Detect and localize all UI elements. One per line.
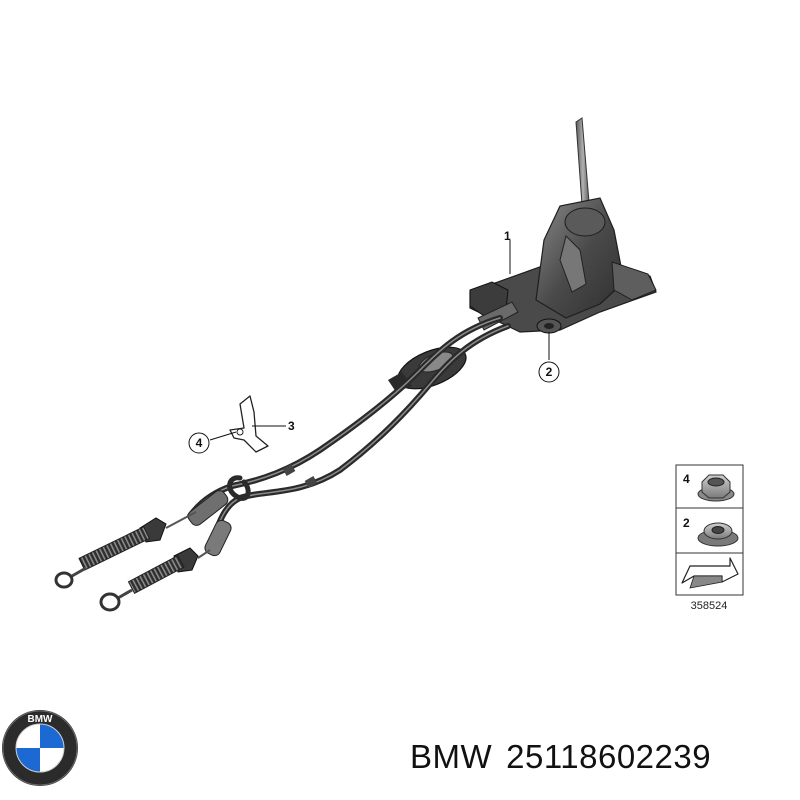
svg-text:3: 3	[288, 419, 295, 433]
part-number: 25118602239	[506, 738, 712, 775]
direction-arrow-icon	[681, 557, 739, 589]
part-caption: BMW 25118602239	[410, 738, 725, 776]
bracket-part	[229, 395, 269, 453]
hex-flange-nut-icon	[697, 474, 735, 502]
callout-3: 3	[252, 419, 295, 433]
callout-4: 4	[188, 431, 237, 454]
bmw-roundel-icon: BMW	[2, 710, 78, 786]
shift-cables	[187, 315, 511, 539]
svg-text:4: 4	[196, 436, 203, 450]
cable-sleeve-lower	[204, 519, 232, 557]
selector-arm	[559, 235, 587, 293]
logo-text: BMW	[28, 714, 54, 725]
cable-clip	[304, 476, 318, 488]
cable-end-upper	[54, 511, 197, 589]
cable-end-lower	[99, 547, 211, 612]
cable-sleeves	[187, 490, 232, 557]
cable-spring	[127, 554, 185, 595]
reference-number: 358524	[691, 600, 728, 612]
brand-name: BMW	[410, 738, 493, 775]
cable-eyelet	[54, 571, 74, 589]
legend-item-2: 2	[683, 516, 739, 547]
round-flange-nut-icon	[697, 522, 739, 547]
svg-text:2: 2	[683, 516, 690, 530]
cable-clip	[282, 464, 296, 476]
svg-text:4: 4	[683, 472, 690, 486]
shifter-assembly	[469, 117, 657, 334]
cable-eyelet	[99, 592, 121, 612]
svg-text:2: 2	[546, 365, 553, 379]
housing-flange-right	[611, 261, 657, 301]
cable-sleeve-upper	[187, 490, 229, 526]
legend-item-4: 4	[683, 472, 735, 502]
svg-text:1: 1	[504, 229, 511, 243]
legend-box: 4 2 358524	[675, 464, 744, 612]
cable-spring	[78, 526, 151, 571]
callout-2: 2	[538, 332, 560, 383]
callout-1: 1	[504, 229, 511, 274]
lever-pivot	[564, 207, 606, 237]
